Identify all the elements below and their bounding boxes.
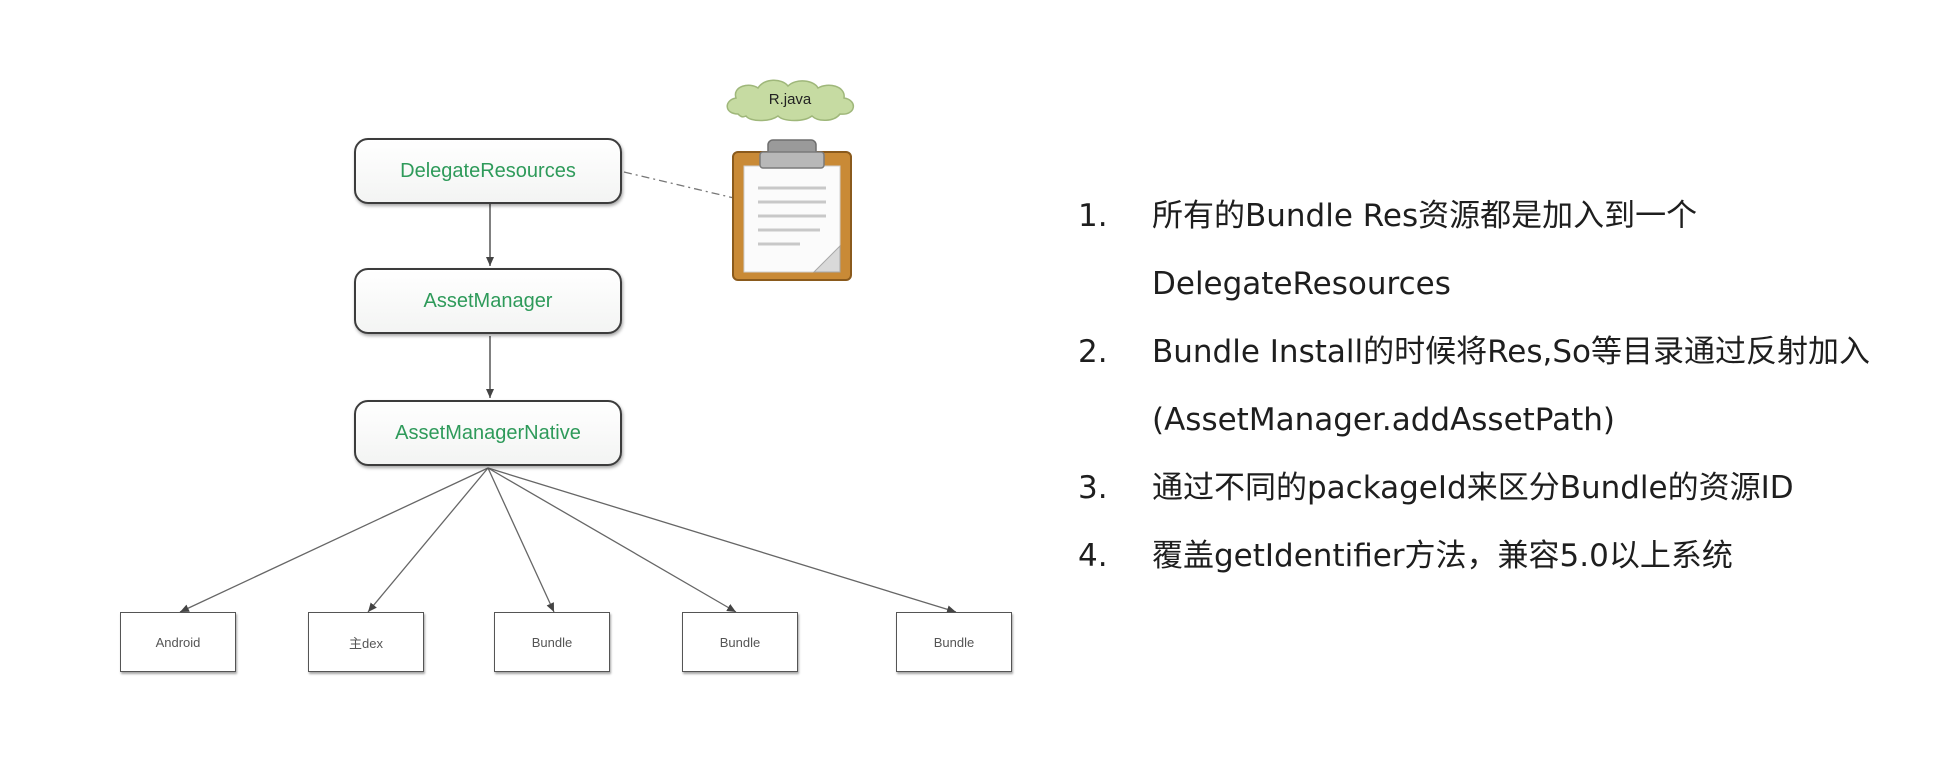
arrow-to-bundle-2 [487, 467, 737, 613]
arrow-to-main-dex [367, 467, 489, 613]
list-text: 所有的Bundle Res资源都是加入到一个DelegateResources [1152, 198, 1698, 302]
list-text: 通过不同的packageId来区分Bundle的资源ID [1152, 470, 1794, 506]
arrow-to-bundle-3 [487, 467, 957, 614]
list-number: 1. [1078, 198, 1108, 234]
dashed-link-to-rjava [623, 171, 735, 199]
leaf-android: Android [120, 612, 236, 672]
node-asset-manager: AssetManager [354, 268, 622, 334]
list-text: Bundle Install的时候将Res,So等目录通过反射加入(AssetM… [1152, 334, 1870, 438]
leaf-bundle-2: Bundle [682, 612, 798, 672]
list-number: 3. [1078, 470, 1108, 506]
leaf-bundle-1: Bundle [494, 612, 610, 672]
clipboard-icon [732, 139, 852, 281]
cloud-icon [726, 79, 854, 122]
leaf-main-dex: 主dex [308, 612, 424, 672]
list-item: 2. Bundle Install的时候将Res,So等目录通过反射加入(Ass… [1078, 318, 1938, 454]
list-number: 4. [1078, 538, 1108, 574]
list-number: 2. [1078, 334, 1108, 370]
list-item: 1. 所有的Bundle Res资源都是加入到一个DelegateResourc… [1078, 182, 1938, 318]
list-item: 3. 通过不同的packageId来区分Bundle的资源ID [1078, 454, 1938, 522]
list-item: 4. 覆盖getIdentifier方法，兼容5.0以上系统 [1078, 522, 1938, 590]
arrow-to-android [179, 467, 489, 613]
node-delegate-resources: DelegateResources [354, 138, 622, 204]
node-asset-manager-native: AssetManagerNative [354, 400, 622, 466]
leaf-bundle-3: Bundle [896, 612, 1012, 672]
arrow-to-bundle-1 [487, 467, 555, 613]
notes-list: 1. 所有的Bundle Res资源都是加入到一个DelegateResourc… [1078, 182, 1938, 590]
list-text: 覆盖getIdentifier方法，兼容5.0以上系统 [1152, 538, 1733, 574]
cloud-label: R.java [768, 90, 812, 108]
